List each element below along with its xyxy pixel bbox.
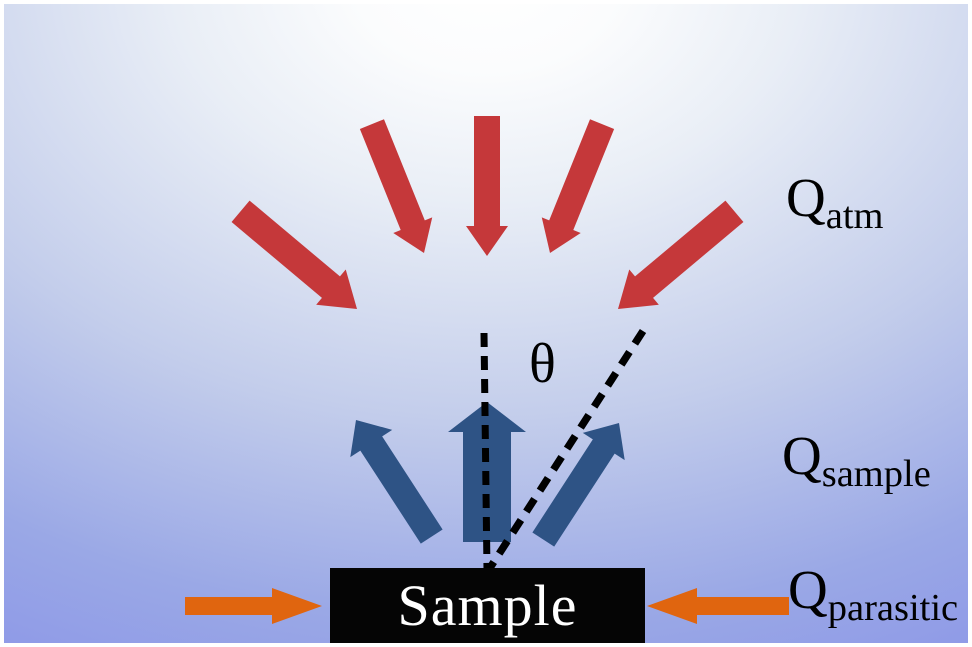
atm-arrow-far-left [231,200,357,309]
q-atm-sub: atm [825,195,884,237]
atm-arrow-inner-left [359,119,433,253]
atm-arrow-inner-right [541,119,615,253]
q-atm-main: Q [786,167,826,228]
q-parasitic-sub: parasitic [827,587,959,629]
sample-arrow-right [532,423,625,547]
parasitic-arrow-group [185,588,789,624]
q-sample-main: Q [782,425,822,486]
theta-label: θ [529,333,556,395]
q-sample-label: Qsample [782,428,931,494]
atm-arrow-group [231,116,744,309]
angled-dashed-line [484,328,647,574]
sample-arrow-left [350,420,443,544]
sample-box: Sample [330,568,645,643]
atm-arrow-center [466,116,508,256]
q-sample-sub: sample [821,453,931,495]
atm-arrow-far-right [618,200,744,309]
normal-dashed-line [480,332,491,571]
parasitic-arrow-right [647,588,789,624]
parasitic-arrow-left [185,588,322,624]
q-atm-label: Qatm [786,170,883,236]
q-parasitic-label: Qparasitic [788,562,958,628]
q-parasitic-main: Q [788,559,828,620]
sample-box-label: Sample [397,572,578,638]
